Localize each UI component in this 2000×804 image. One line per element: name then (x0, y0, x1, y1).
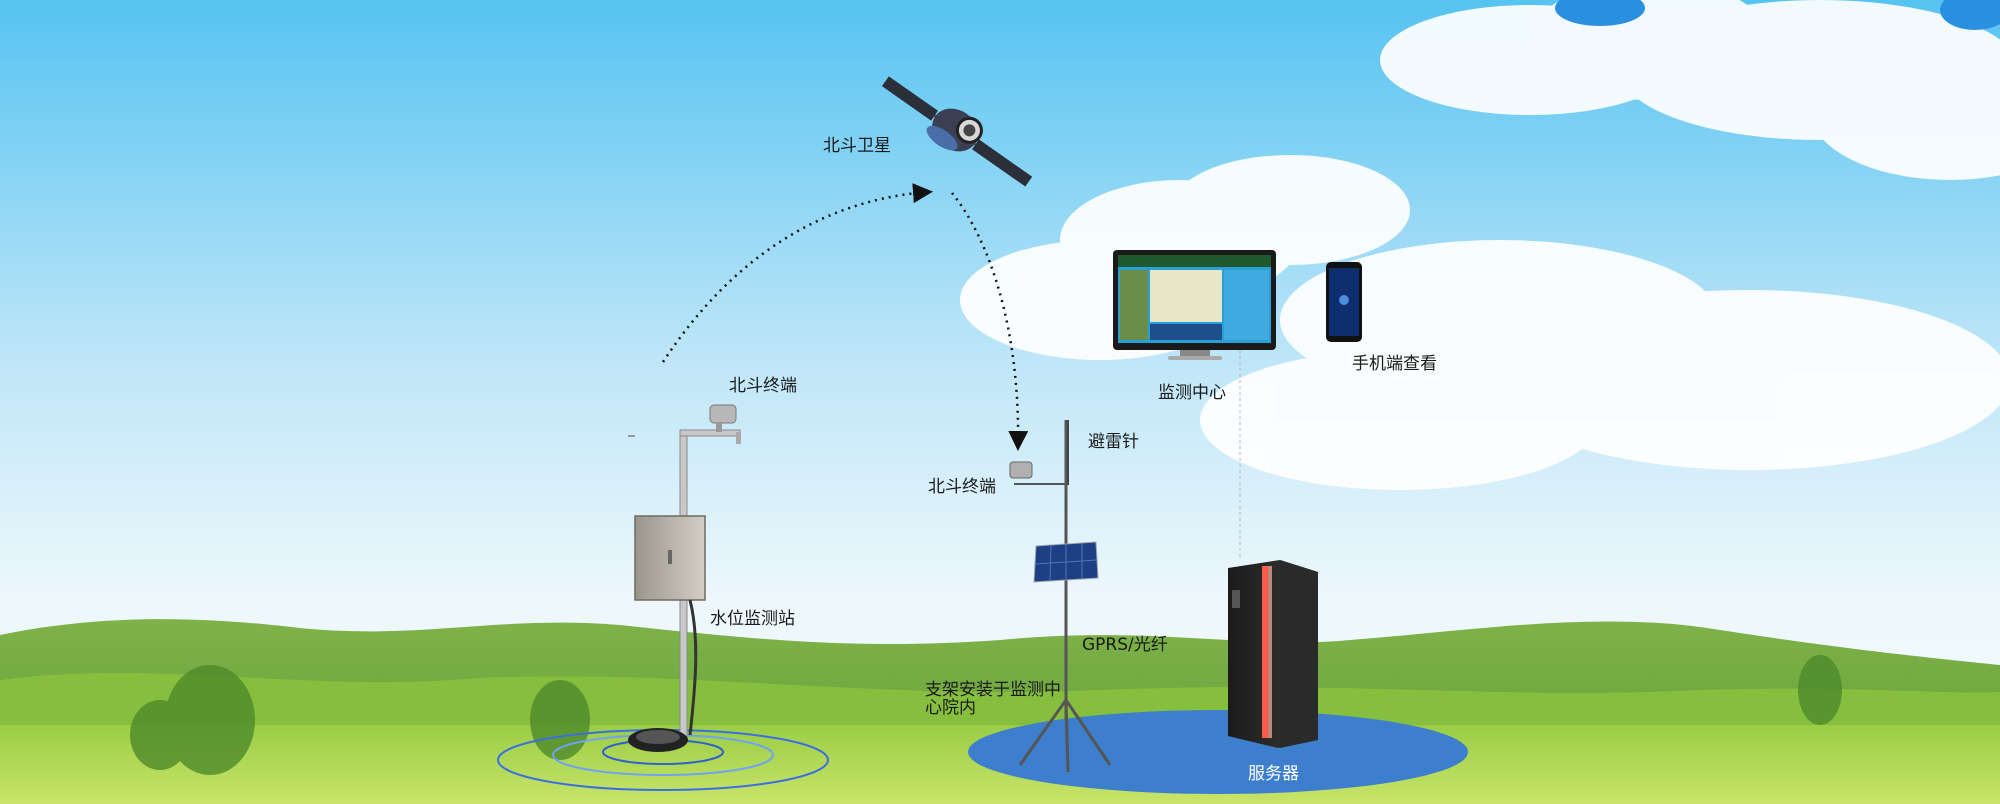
phone-icon (1326, 262, 1362, 342)
terminal-mid-label: 北斗终端 (928, 477, 996, 497)
water-station-label: 水位监测站 (710, 609, 795, 629)
trees (130, 655, 1842, 775)
antenna-icon (1009, 461, 1033, 479)
platform (968, 710, 1468, 794)
bracket-note-label: 支架安装于监测中心院内 (925, 680, 1061, 718)
antenna-icon (709, 404, 737, 432)
monitor-center-label: 监测中心 (1158, 383, 1226, 403)
sensor-cable (688, 599, 698, 736)
downlink-arrow (951, 192, 1029, 451)
server-label: 服务器 (1248, 764, 1299, 784)
monitoring-box-icon (634, 515, 706, 601)
terminal-left-label: 北斗终端 (729, 376, 797, 396)
satellite-icon (881, 76, 1033, 187)
phone-view-label: 手机端查看 (1352, 354, 1437, 374)
solar-panel-icon (1033, 541, 1099, 583)
sky-patches (1555, 0, 2000, 30)
satellite-label: 北斗卫星 (823, 136, 891, 156)
uplink-arrow (661, 183, 933, 363)
server-icon (1228, 560, 1318, 748)
gprs-label: GPRS/光纤 (1082, 635, 1168, 655)
lightning-rod-label: 避雷针 (1088, 432, 1139, 452)
sensor-icon (628, 728, 688, 752)
monitor-icon (1113, 250, 1276, 360)
